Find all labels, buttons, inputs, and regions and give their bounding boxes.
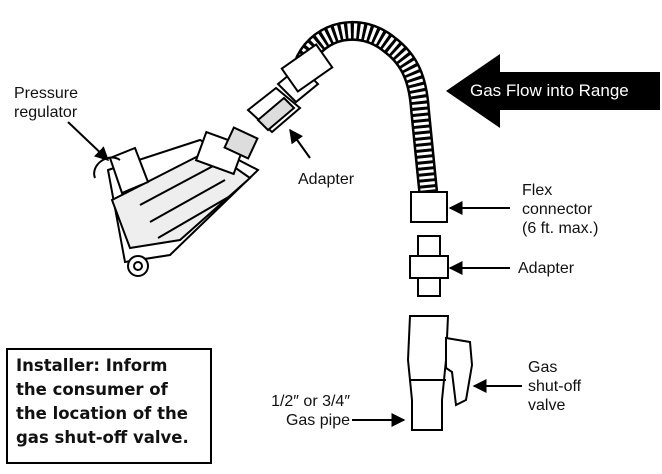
gas-flow-label: Gas Flow into Range: [470, 81, 629, 100]
adapter-top-pointer: [289, 128, 311, 159]
pressure-regulator-drawing: [93, 126, 260, 277]
gas-shutoff-valve-label: Gas shut-off valve: [528, 359, 582, 414]
gas-shutoff-valve-drawing: [406, 315, 474, 431]
installer-note-line: the consumer of: [16, 380, 168, 399]
adapter-top-label: Adapter: [298, 171, 355, 188]
adapter-right-drawing: [409, 235, 449, 297]
installer-note-line: the location of the: [16, 404, 188, 423]
pressure-regulator-pointer: [67, 121, 110, 161]
installer-note-box: Installer: Inform the consumer of the lo…: [6, 348, 212, 464]
gas-flow-arrow: [446, 54, 660, 128]
pressure-regulator-label: Pressure regulator: [14, 85, 79, 121]
adapter-right-label: Adapter: [518, 260, 575, 277]
flex-connector-label: Flex connector (6 ft. max.): [522, 182, 599, 237]
flex-connector-drawing: [280, 20, 448, 223]
installer-note-line: gas shut-off valve.: [16, 428, 189, 447]
installer-note-line: Installer: Inform: [16, 356, 168, 375]
gas-pipe-label: 1/2″ or 3/4″ Gas pipe: [271, 393, 350, 429]
